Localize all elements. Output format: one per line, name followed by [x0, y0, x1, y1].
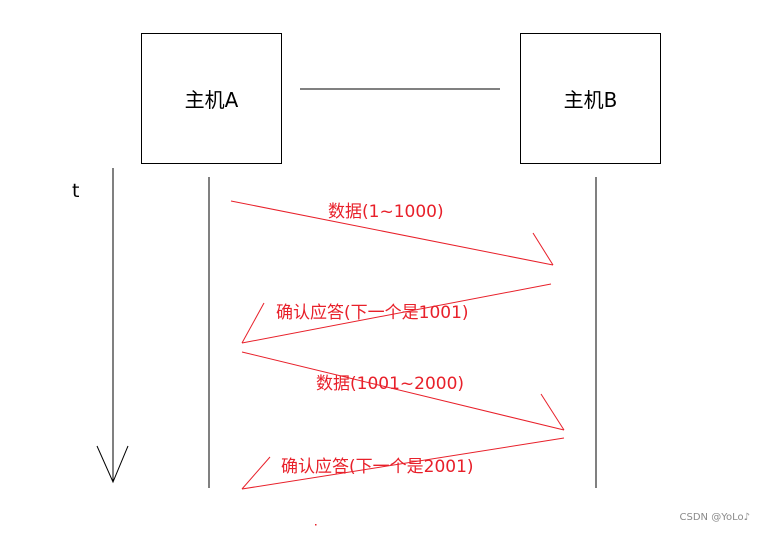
host-a-box: 主机A — [141, 33, 282, 164]
message-arrow-3 — [241, 351, 565, 431]
time-axis-label: t — [72, 180, 80, 202]
stray-dot — [315, 524, 317, 526]
message-arrow-4 — [241, 437, 565, 490]
host-b-box: 主机B — [520, 33, 661, 164]
time-axis-arrow — [96, 168, 129, 484]
message-label-2: 确认应答(下一个是1001) — [276, 303, 469, 323]
host-a-label: 主机A — [184, 88, 239, 112]
message-label-3: 数据(1001~2000) — [316, 374, 465, 394]
message-label-4: 确认应答(下一个是2001) — [281, 457, 474, 477]
message-arrow-1 — [230, 200, 554, 266]
watermark: CSDN @YoLo♪ — [679, 512, 750, 523]
host-b-label: 主机B — [563, 88, 618, 112]
message-label-1: 数据(1~1000) — [328, 202, 444, 222]
message-arrow-2 — [241, 283, 552, 344]
